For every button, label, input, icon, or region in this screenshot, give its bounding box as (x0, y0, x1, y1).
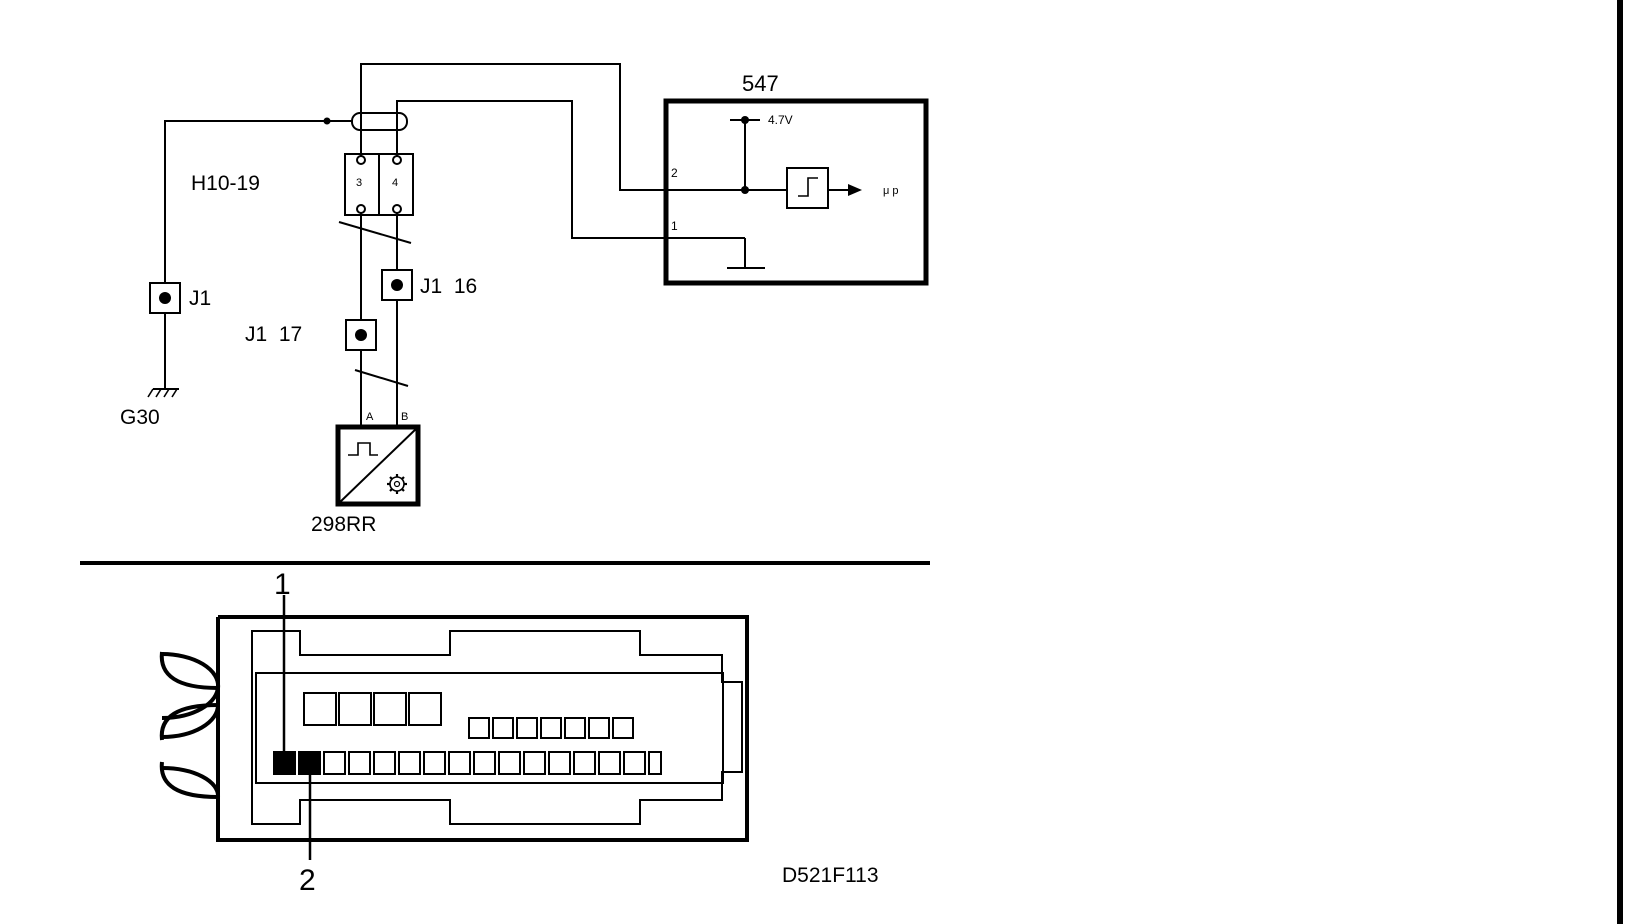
junction-j1-17: J1 17 (245, 319, 377, 351)
housing-inner-outline (251, 630, 743, 825)
control-module-547: 547 4.7V μ p 2 1 (663, 71, 929, 286)
latch-lower-top (159, 703, 219, 741)
sensor-box (335, 424, 421, 507)
connector-pin (612, 717, 634, 739)
connector-label: H10-19 (191, 172, 260, 195)
junction-dot (355, 329, 367, 341)
schmitt-trigger-icon (786, 167, 829, 209)
schematic: 547 4.7V μ p 2 1 (120, 63, 929, 536)
connector-pin (492, 717, 514, 739)
supply-voltage-label: 4.7V (768, 113, 793, 127)
module-pin-1-label: 1 (671, 219, 678, 233)
connector-pin (423, 751, 446, 775)
ground-label: G30 (120, 406, 160, 429)
connector-pin (573, 751, 596, 775)
connector-pin-1 (273, 751, 296, 775)
junction-j1-16: J1 16 (381, 269, 477, 301)
twisted-pair-marker-2 (354, 369, 409, 387)
connector-pin (373, 692, 407, 726)
connector-pin-4-label: 4 (392, 177, 398, 189)
junction-17-label: J1 17 (245, 323, 302, 346)
junction-16-label: J1 16 (420, 275, 477, 298)
gear-icon (387, 474, 407, 494)
connector-pin (598, 751, 621, 775)
connector-pin (408, 692, 442, 726)
connector-pin (303, 692, 337, 726)
junction-dot (159, 292, 171, 304)
wire-to-pin-2 (360, 63, 666, 191)
harness-wires (164, 63, 666, 284)
connector-pin (548, 751, 571, 775)
callout-2-label: 2 (299, 864, 316, 897)
twisted-pair-marker (338, 221, 412, 244)
connector-pin (468, 717, 490, 739)
sensor-pin-b-label: B (401, 411, 408, 423)
connector-pin (623, 751, 646, 775)
connector-h10-19: 3 4 H10-19 (191, 153, 414, 244)
connector-housing (161, 615, 749, 842)
junction-box (381, 269, 413, 301)
connector-pin (564, 717, 586, 739)
pin4-bottom-contact (392, 204, 402, 214)
sensor-298rr: 298RR (311, 424, 421, 536)
latch-lower-bottom (159, 761, 219, 799)
connector-pin-2 (298, 751, 321, 775)
module-label: 547 (742, 71, 779, 96)
connector-pin (323, 751, 346, 775)
figure-code: D521F113 (782, 864, 879, 887)
module-box (663, 98, 929, 286)
connector-pin (448, 751, 471, 775)
wire-to-pin-1 (396, 100, 666, 239)
pin3-bottom-contact (356, 204, 366, 214)
connector-pin (588, 717, 610, 739)
top-pin-row (303, 692, 442, 726)
bottom-pin-row (273, 751, 662, 775)
connector-pin (648, 751, 662, 775)
connector-pin (338, 692, 372, 726)
connector-pin (348, 751, 371, 775)
callout-1-label: 1 (274, 568, 291, 601)
connector-pin (523, 751, 546, 775)
junction-j1-ground: J1 G30 (120, 282, 211, 429)
pin4-top-contact (392, 155, 402, 165)
shield-to-ground-wire (164, 120, 327, 284)
connector-pin (540, 717, 562, 739)
connector-pin (373, 751, 396, 775)
junction-box (345, 319, 377, 351)
connector-pin (498, 751, 521, 775)
junction-dot (391, 279, 403, 291)
pulse-icon (348, 442, 378, 456)
connector-face-view: 1 2 (159, 568, 749, 897)
pin-field-frame (255, 672, 724, 784)
sensor-wires: A B (354, 213, 409, 425)
connector-pin (398, 751, 421, 775)
sensor-pin-a-label: A (366, 411, 374, 423)
sensor-label: 298RR (311, 513, 376, 536)
output-arrow-icon (848, 184, 862, 196)
connector-pin-3-label: 3 (356, 177, 362, 189)
pin3-top-contact (356, 155, 366, 165)
output-label: μ p (883, 185, 899, 197)
junction-ground-label: J1 (189, 287, 211, 310)
connector-pin (516, 717, 538, 739)
latch-upper (159, 651, 219, 690)
step-symbol (798, 177, 818, 197)
module-pin-2-label: 2 (671, 166, 678, 180)
connector-pin (473, 751, 496, 775)
middle-pin-row (468, 717, 634, 739)
sensor-diagonal (337, 426, 419, 505)
